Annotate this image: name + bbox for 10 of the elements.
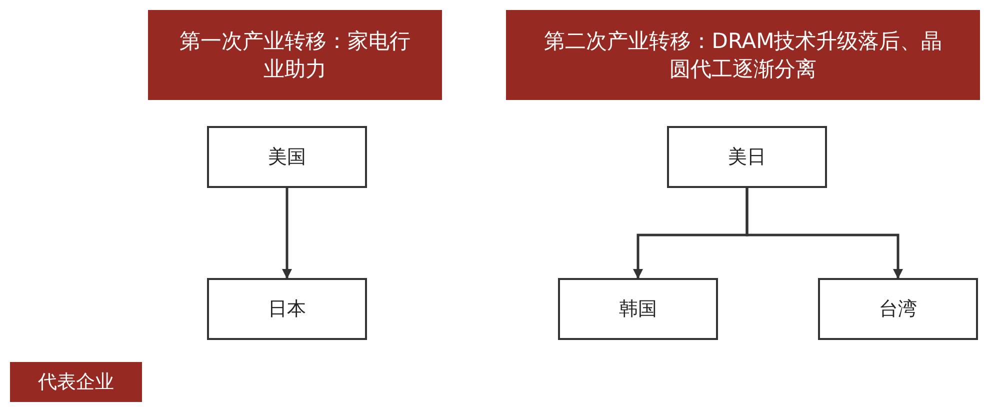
region-box: 日本 xyxy=(207,278,367,340)
header-box: 第二次产业转移：DRAM技术升级落后、晶圆代工逐渐分离 xyxy=(506,10,980,100)
region-box: 美国 xyxy=(207,126,367,188)
arrow xyxy=(282,188,292,279)
region-box: 美日 xyxy=(667,126,827,188)
region-box: 台湾 xyxy=(818,278,978,340)
region-box: 韩国 xyxy=(558,278,718,340)
tag-box: 代表企业 xyxy=(10,362,142,402)
header-box: 第一次产业转移：家电行业助力 xyxy=(148,10,442,100)
arrow xyxy=(746,188,903,279)
